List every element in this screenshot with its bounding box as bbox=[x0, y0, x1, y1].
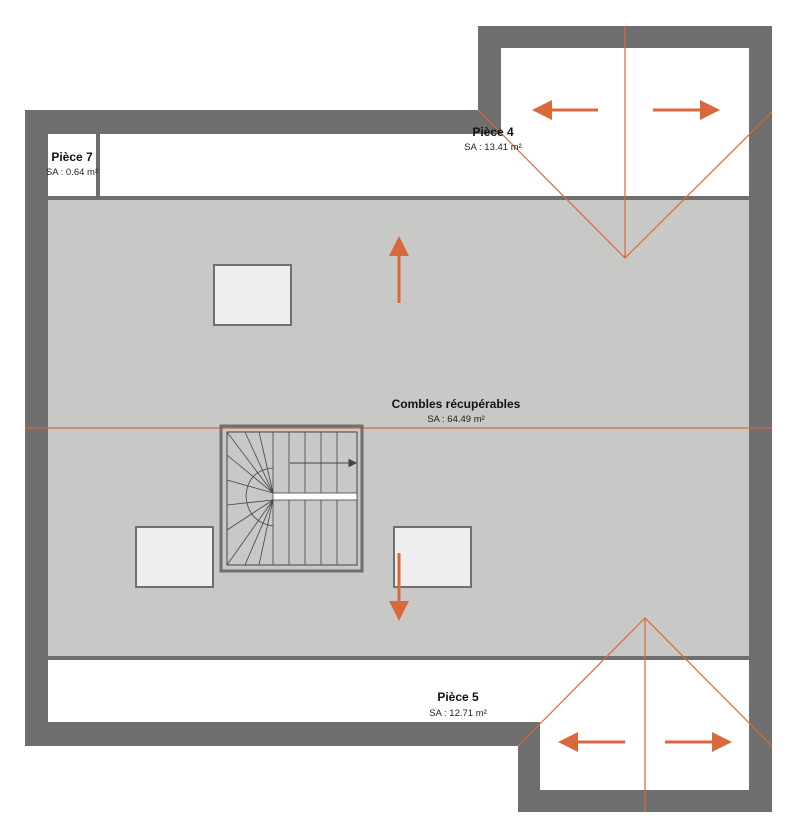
stair-well bbox=[219, 424, 364, 573]
room-name: Pièce 5 bbox=[437, 690, 479, 704]
room-area: SA : 13.41 m² bbox=[464, 142, 522, 153]
slope-arrow-icon bbox=[665, 732, 732, 752]
room-area: SA : 64.49 m² bbox=[427, 414, 485, 425]
room-name: Combles récupérables bbox=[392, 397, 521, 411]
room-name: Pièce 4 bbox=[472, 125, 514, 139]
room-piece-7-floor bbox=[48, 134, 96, 196]
room-piece-5-floor bbox=[48, 660, 749, 722]
slope-arrow-icon bbox=[653, 100, 720, 120]
skylight-icon bbox=[393, 526, 472, 588]
slope-arrow-icon bbox=[389, 236, 409, 303]
room-piece-4-floor bbox=[100, 134, 501, 196]
roof-lines bbox=[25, 26, 773, 812]
room-label-piece-7: Pièce 7 SA : 0.64 m² bbox=[46, 150, 98, 178]
slope-arrow-icon bbox=[558, 732, 625, 752]
room-area: SA : 12.71 m² bbox=[429, 708, 487, 719]
room-area: SA : 0.64 m² bbox=[46, 167, 98, 178]
staircase-icon bbox=[219, 424, 364, 573]
skylight-icon bbox=[213, 264, 292, 326]
stair-landing-rail bbox=[272, 492, 358, 501]
room-label-piece-4: Pièce 4 SA : 13.41 m² bbox=[464, 125, 522, 153]
room-label-combles: Combles récupérables SA : 64.49 m² bbox=[392, 397, 521, 425]
bottom-dormer-hips bbox=[517, 617, 773, 747]
partition-wall bbox=[96, 134, 100, 196]
room-name: Pièce 7 bbox=[51, 150, 93, 164]
stair-direction-arrow bbox=[290, 458, 358, 468]
room-label-piece-5: Pièce 5 SA : 12.71 m² bbox=[429, 690, 487, 719]
slope-arrow-icon bbox=[532, 100, 598, 120]
skylight-icon bbox=[135, 526, 214, 588]
slope-arrows bbox=[389, 100, 732, 752]
top-dormer-hips bbox=[477, 109, 773, 259]
slope-arrow-icon bbox=[389, 553, 409, 621]
